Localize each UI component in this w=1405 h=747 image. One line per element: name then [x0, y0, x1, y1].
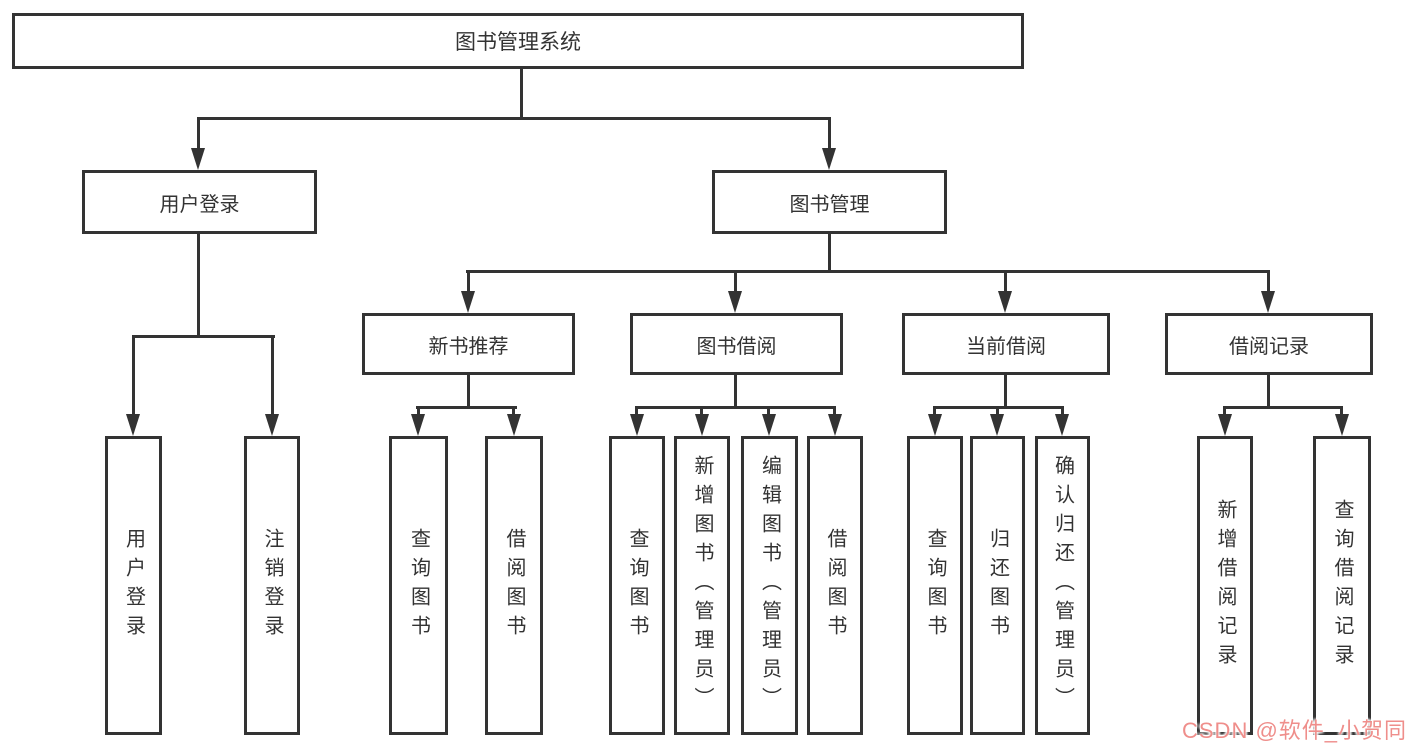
connector-root-stem: [520, 67, 523, 120]
node-label: 用户登录: [122, 527, 145, 644]
node-book-borrowing: 图书借阅: [630, 313, 843, 375]
node-borrowing-records: 借阅记录: [1165, 313, 1373, 375]
arrowhead-cb-return: [990, 414, 1004, 436]
node-label: 用户登录: [159, 193, 240, 216]
node-label: 查询图书: [924, 527, 946, 644]
node-label: 注销登录: [261, 527, 283, 644]
node-label: 新书推荐: [428, 335, 509, 358]
node-label: 借阅图书: [824, 527, 846, 644]
connector-new-book-stem: [467, 373, 470, 408]
connector-nb-query-shaft: [417, 406, 420, 416]
arrowhead-bb-borrow: [828, 414, 842, 436]
connector-book-borrowing-shaft: [734, 270, 737, 293]
arrowhead-bb-add: [695, 414, 709, 436]
node-label: 编辑图书（管理员）: [758, 455, 781, 716]
node-label: 借阅记录: [1229, 335, 1309, 358]
connector-new-book-shaft: [467, 270, 470, 293]
arrowhead-cb-query: [928, 414, 942, 436]
node-label: 当前借阅: [966, 335, 1046, 358]
node-new-book-recommend: 新书推荐: [362, 313, 575, 375]
leaf-cb-query-books: 查询图书: [907, 436, 963, 735]
arrowhead-bb-query: [630, 414, 644, 436]
leaf-cb-return-books: 归还图书: [970, 436, 1025, 735]
leaf-bb-edit-books-admin: 编辑图书（管理员）: [741, 436, 798, 735]
connector-bb-edit-shaft: [767, 406, 770, 416]
leaf-bb-query-books: 查询图书: [609, 436, 665, 735]
connector-book-borrowing-stem2: [734, 373, 737, 408]
connector-cb-return-shaft: [996, 406, 999, 416]
connector-br-add-shaft: [1223, 406, 1226, 416]
arrowhead-logout-leaf: [265, 414, 279, 436]
connector-logout-leaf-shaft: [271, 335, 274, 416]
node-book-management: 图书管理: [712, 170, 947, 234]
connector-new-book-crossbar: [416, 406, 517, 409]
node-label: 新增借阅记录: [1214, 498, 1236, 673]
connector-bb-add-shaft: [700, 406, 703, 416]
connector-book-management-crossbar: [466, 270, 1270, 273]
connector-user-login-stem: [197, 232, 200, 338]
leaf-bb-add-books-admin: 新增图书（管理员）: [674, 436, 730, 735]
leaf-br-query-record: 查询借阅记录: [1313, 436, 1371, 735]
connector-current-borrowing-shaft: [1004, 270, 1007, 293]
csdn-watermark: CSDN @软件_小贺同学: [1182, 718, 1405, 743]
arrowhead-nb-borrow: [507, 414, 521, 436]
connector-book-management-shaft: [828, 117, 831, 150]
connector-nb-borrow-shaft: [512, 406, 515, 416]
node-label: 图书借阅: [696, 335, 777, 358]
node-library-management-system: 图书管理系统: [12, 13, 1024, 69]
leaf-nb-borrow-books: 借阅图书: [485, 436, 543, 735]
node-label: 归还图书: [986, 527, 1009, 644]
connector-borrowing-records-shaft: [1267, 270, 1270, 293]
arrowhead-book-management: [822, 148, 836, 170]
connector-user-login-crossbar: [132, 335, 275, 338]
arrowhead-br-add: [1218, 414, 1232, 436]
arrowhead-login-leaf: [126, 414, 140, 436]
arrowhead-cb-confirm: [1055, 414, 1069, 436]
node-user-login: 用户登录: [82, 170, 317, 234]
node-label: 查询图书: [407, 527, 430, 644]
connector-br-query-shaft: [1340, 406, 1343, 416]
leaf-cb-confirm-return-admin: 确认归还（管理员）: [1035, 436, 1090, 735]
node-label: 新增图书（管理员）: [691, 455, 713, 716]
connector-cb-query-shaft: [933, 406, 936, 416]
node-label: 确认归还（管理员）: [1051, 455, 1074, 716]
arrowhead-user-login: [191, 148, 205, 170]
node-current-borrowing: 当前借阅: [902, 313, 1110, 375]
connector-borrowing-records-stem2: [1267, 373, 1270, 408]
node-label: 查询借阅记录: [1331, 498, 1353, 673]
connector-cb-confirm-shaft: [1061, 406, 1064, 416]
leaf-user-login: 用户登录: [105, 436, 162, 735]
connector-bb-borrow-shaft: [833, 406, 836, 416]
node-label: 借阅图书: [503, 527, 525, 644]
connector-borrowing-records-crossbar: [1223, 406, 1343, 409]
arrowhead-borrowing-records: [1261, 291, 1275, 313]
connector-login-leaf-shaft: [132, 335, 135, 416]
arrowhead-book-borrowing: [728, 291, 742, 313]
connector-book-borrowing-crossbar: [635, 406, 836, 409]
leaf-br-add-record: 新增借阅记录: [1197, 436, 1253, 735]
connector-book-management-stem: [828, 232, 831, 273]
leaf-bb-borrow-books: 借阅图书: [807, 436, 863, 735]
node-label: 查询图书: [626, 527, 648, 644]
connector-root-crossbar: [197, 117, 831, 120]
arrowhead-nb-query: [411, 414, 425, 436]
connector-bb-query-shaft: [635, 406, 638, 416]
arrowhead-current-borrowing: [998, 291, 1012, 313]
arrowhead-br-query: [1335, 414, 1349, 436]
connector-current-borrowing-stem2: [1004, 373, 1007, 408]
leaf-nb-query-books: 查询图书: [389, 436, 448, 735]
arrowhead-new-book-recommend: [461, 291, 475, 313]
arrowhead-bb-edit: [762, 414, 776, 436]
connector-user-login-shaft: [197, 117, 200, 150]
node-label: 图书管理系统: [455, 31, 581, 54]
node-label: 图书管理: [789, 193, 870, 216]
leaf-logout: 注销登录: [244, 436, 300, 735]
